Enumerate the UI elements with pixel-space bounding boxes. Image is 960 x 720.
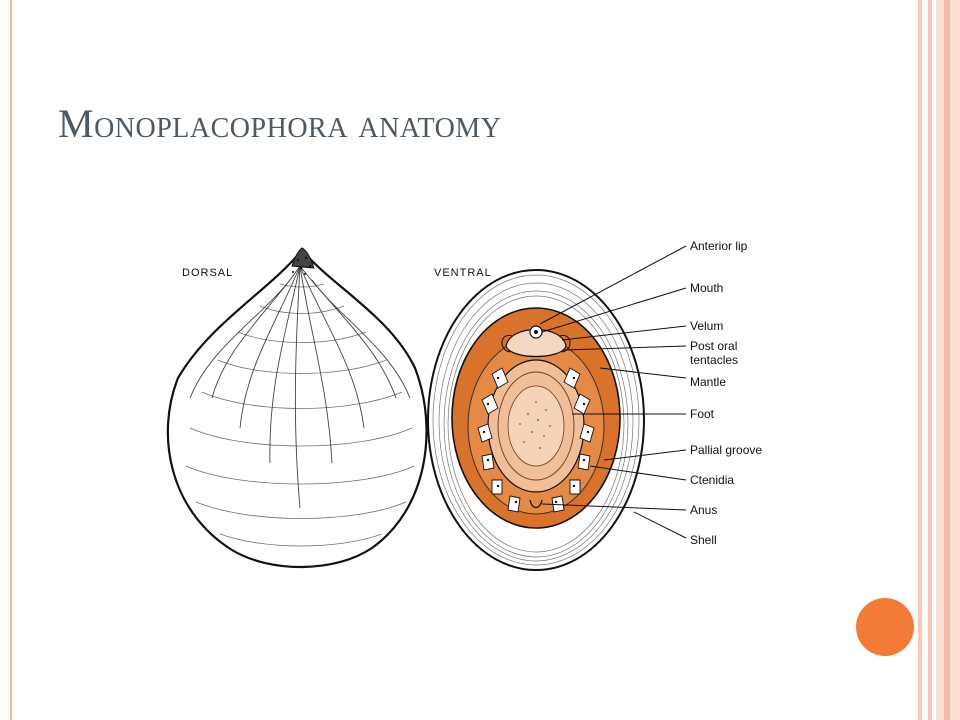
label-ctenidia: Ctenidia — [690, 473, 734, 487]
label-foot: Foot — [690, 407, 715, 421]
label-anus: Anus — [690, 503, 717, 517]
slide-title: Monoplacophora anatomy — [58, 101, 502, 146]
label-tentacles: tentacles — [690, 353, 738, 367]
slide-frame-left — [10, 0, 12, 720]
ventral-label: VENTRAL — [434, 267, 492, 279]
slide-frame-right — [928, 0, 932, 720]
accent-dot — [856, 598, 914, 656]
label-shell: Shell — [690, 533, 717, 547]
leader-lines — [539, 245, 687, 539]
label-velum: Velum — [690, 319, 723, 333]
ventral-view-drawing — [427, 269, 645, 571]
label-post-oral: Post oral — [690, 339, 737, 353]
anatomy-diagram: DORSAL VENTRAL Anterior lip Mouth Velum … — [166, 239, 762, 571]
label-pallial-groove: Pallial groove — [690, 443, 762, 457]
dorsal-label: DORSAL — [182, 267, 233, 279]
slide-frame-right — [918, 0, 922, 720]
dorsal-shell-drawing — [166, 247, 428, 569]
label-anterior-lip: Anterior lip — [690, 239, 748, 253]
slide-frame-right — [944, 0, 950, 720]
label-mouth: Mouth — [690, 281, 723, 295]
label-mantle: Mantle — [690, 375, 726, 389]
